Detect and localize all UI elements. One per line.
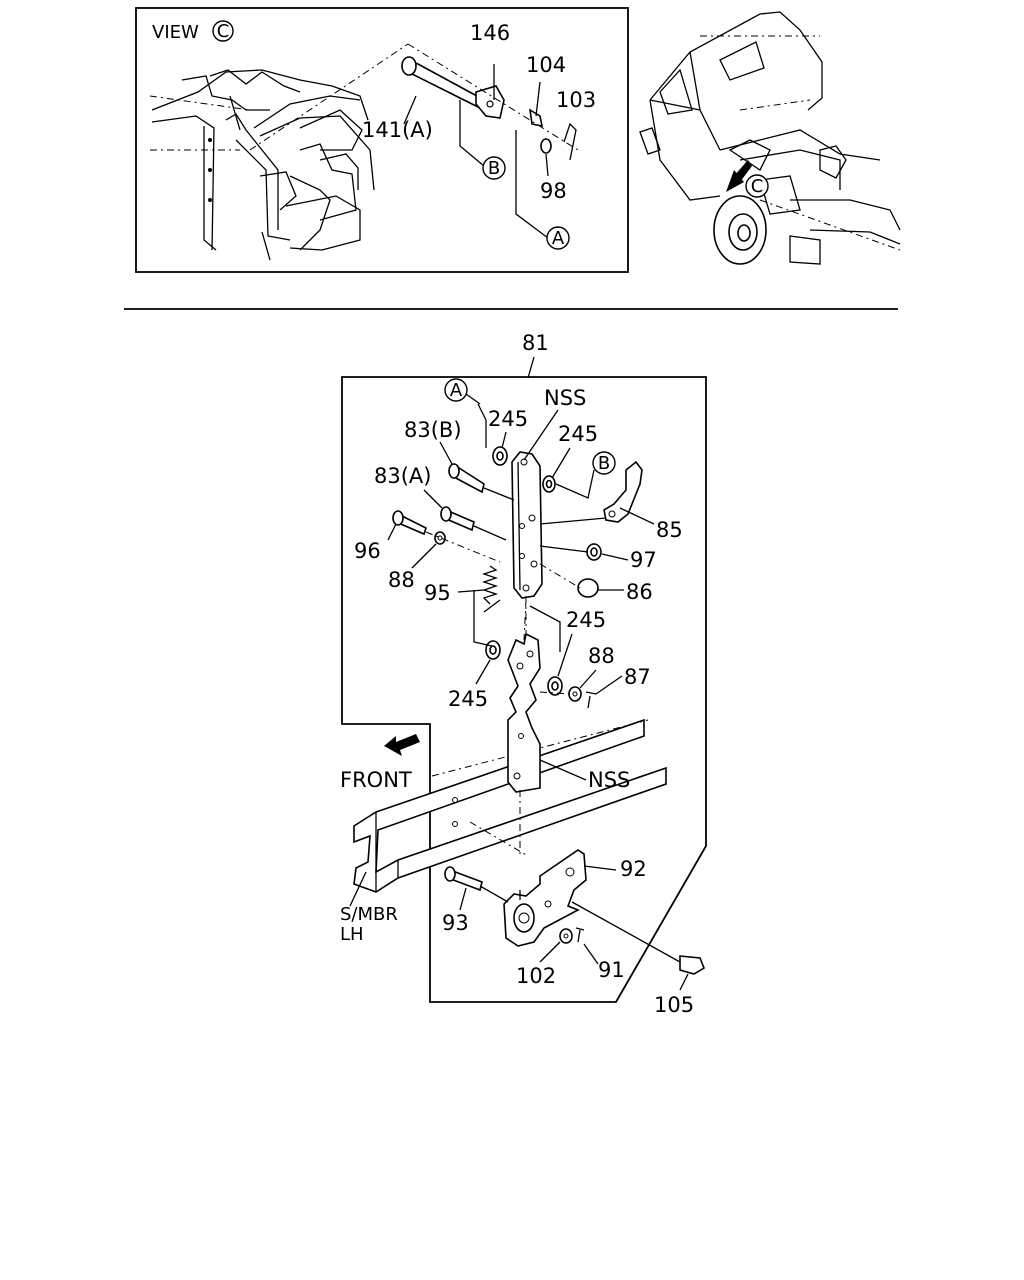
bushing-245-top [492, 446, 508, 466]
label-lh: LH [340, 924, 364, 945]
label-146: 146 [470, 21, 510, 45]
label-83a: 83(A) [374, 464, 431, 488]
washer-88-lower [568, 686, 582, 702]
label-88-a: 88 [388, 568, 415, 592]
cotter-87 [585, 691, 597, 709]
label-98: 98 [540, 179, 567, 203]
clip-103 [563, 122, 577, 161]
bushing-245-lower-right [547, 676, 563, 696]
truck-overview: C [639, 11, 901, 265]
svg-text:A: A [450, 380, 463, 401]
pin-93 [444, 866, 483, 892]
bracket-92 [503, 849, 587, 947]
lower-plate-nss [507, 632, 541, 793]
lever-85 [603, 460, 643, 523]
label-245-a: 245 [488, 407, 528, 431]
cab-structure-drawing [149, 43, 409, 261]
label-97: 97 [630, 548, 657, 572]
svg-text:A: A [552, 228, 565, 249]
label-88-b: 88 [588, 644, 615, 668]
label-96: 96 [354, 539, 381, 563]
callout-b-main: B [592, 451, 616, 475]
callout-b-top: B [482, 156, 506, 180]
label-93: 93 [442, 911, 469, 935]
upper-link-nss [511, 451, 543, 599]
front-wheel [713, 195, 767, 265]
washer-102 [559, 928, 573, 944]
pin-141a [400, 56, 490, 112]
svg-text:C: C [217, 21, 230, 42]
washer-88-upper [434, 531, 446, 545]
frame-member-lh [353, 718, 667, 893]
label-91: 91 [598, 958, 625, 982]
pin-83b [448, 463, 485, 494]
bushing-245-right [542, 475, 556, 493]
label-81: 81 [522, 331, 549, 355]
clip-86 [577, 578, 599, 598]
label-104: 104 [526, 53, 566, 77]
label-245-c: 245 [566, 608, 606, 632]
view-c-panel: VIEW C [135, 7, 629, 273]
pin-96 [392, 510, 427, 536]
label-102: 102 [516, 964, 556, 988]
cotter-91 [575, 927, 585, 943]
label-nss-bottom: NSS [588, 768, 630, 792]
svg-text:B: B [598, 453, 610, 474]
label-245-d: 245 [448, 687, 488, 711]
pin-83a [440, 506, 475, 532]
label-nss-top: NSS [544, 386, 586, 410]
view-direction-arrow [726, 160, 752, 192]
bolt-105 [679, 955, 705, 975]
label-85: 85 [656, 518, 683, 542]
bracket-146 [475, 85, 505, 119]
label-105: 105 [654, 993, 694, 1017]
label-103: 103 [556, 88, 596, 112]
label-front: FRONT [340, 768, 412, 792]
label-95: 95 [424, 581, 451, 605]
ring-97 [586, 543, 602, 561]
callout-c: C [745, 174, 769, 198]
label-92: 92 [620, 857, 647, 881]
view-c-letter-callout: C [212, 20, 234, 42]
callout-a-main: A [444, 378, 468, 402]
label-83b: 83(B) [404, 418, 462, 442]
front-arrow [384, 734, 420, 756]
main-assembly: 81 [340, 331, 707, 1017]
svg-text:B: B [488, 158, 500, 179]
svg-text:C: C [751, 176, 764, 197]
spring-95 [481, 565, 499, 605]
washer-98 [540, 138, 552, 154]
callout-a-top: A [546, 226, 570, 250]
assembly-group-outline [341, 376, 707, 1003]
view-c-frame [135, 7, 629, 273]
bushing-245-lower-left [485, 640, 501, 660]
label-245-b: 245 [558, 422, 598, 446]
label-87: 87 [624, 665, 651, 689]
label-smbr: S/MBR [340, 904, 398, 925]
view-c-label: VIEW [152, 22, 199, 43]
label-141a: 141(A) [362, 118, 433, 142]
label-86: 86 [626, 580, 653, 604]
